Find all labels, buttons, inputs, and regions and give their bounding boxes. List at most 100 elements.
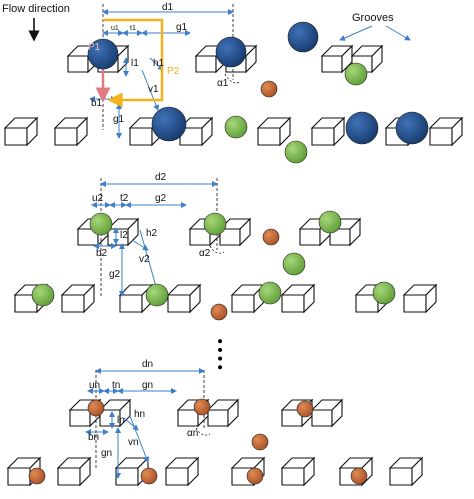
particle: [87, 38, 119, 70]
label-alpha: α1: [217, 78, 229, 89]
force-arrow-p2: [103, 18, 164, 108]
particle: [215, 36, 247, 68]
pillar-side: [245, 44, 257, 74]
grooves-pointer-left: [339, 25, 373, 41]
label-u: un: [89, 380, 100, 391]
pillar-front: [195, 55, 217, 73]
pillar-side: [79, 456, 91, 487]
angle-arc: [224, 73, 241, 84]
groove-pillar: [230, 283, 266, 314]
particle: [140, 467, 158, 485]
pillar-front: [403, 294, 427, 313]
particle: [258, 281, 282, 305]
groove-pillars: [3, 44, 464, 487]
groove-pillar: [218, 217, 252, 247]
label-b: b1: [91, 98, 103, 109]
angle-arc: [209, 245, 225, 254]
pillar-front: [207, 409, 229, 427]
grooves-pointer-right: [385, 25, 411, 41]
particle: [224, 115, 248, 139]
particle: [344, 62, 368, 86]
trajectory-line: [139, 229, 159, 291]
particle: [345, 111, 379, 145]
label-u: u1: [111, 25, 119, 32]
pillar-side: [303, 283, 315, 314]
pillar-front: [115, 467, 139, 486]
pillar-front: [311, 127, 335, 146]
particles: [28, 21, 429, 485]
particle: [28, 467, 46, 485]
label-d: d1: [162, 2, 174, 13]
groove-pillar: [428, 116, 464, 147]
panel-3-labels: dn un tn gn bn ln hn vn gn αn: [88, 359, 198, 459]
groove-pillar: [60, 283, 96, 314]
label-t: tn: [112, 380, 120, 391]
label-g: g1: [176, 22, 188, 33]
label-l: ln: [117, 415, 125, 426]
groove-pillar: [98, 398, 132, 428]
pillar-front: [54, 127, 78, 146]
pillar-side: [349, 217, 361, 247]
pillar-front: [129, 127, 153, 146]
particle: [284, 140, 308, 164]
particle: [282, 252, 306, 276]
trajectory-line: [129, 415, 149, 463]
pillar-front: [429, 127, 453, 146]
continuation-dots: • • • •: [211, 337, 227, 370]
label-g-vertical: g1: [113, 114, 125, 125]
particle: [210, 303, 228, 321]
pillar-side: [127, 217, 139, 247]
pillar-front: [167, 294, 191, 313]
label-h: h1: [153, 58, 165, 69]
groove-pillar: [388, 456, 424, 487]
pillar-front: [57, 467, 81, 486]
pillar-side: [451, 116, 463, 147]
pillar-front: [67, 55, 89, 73]
pillar-front: [231, 294, 255, 313]
pillar-front: [119, 294, 143, 313]
groove-pillar: [320, 44, 354, 74]
pillar-side: [333, 116, 345, 147]
particle: [203, 212, 227, 236]
pillar-side: [425, 283, 437, 314]
label-g: g2: [155, 193, 167, 204]
pillar-side: [76, 116, 88, 147]
pillar-side: [331, 398, 343, 428]
groove-pillar: [206, 398, 240, 428]
groove-pillar: [56, 456, 92, 487]
groove-pillar: [310, 116, 346, 147]
pillar-front: [281, 294, 305, 313]
label-b: b2: [96, 248, 108, 259]
groove-pillar: [3, 116, 39, 147]
label-v: v1: [148, 84, 159, 95]
pillar-side: [411, 456, 423, 487]
label-alpha: αn: [187, 428, 198, 439]
label-d: d2: [155, 172, 167, 183]
label-t: t1: [130, 25, 136, 32]
pillar-side: [303, 456, 315, 487]
label-t: t2: [120, 193, 129, 204]
pillar-side: [187, 456, 199, 487]
pillar-side: [201, 116, 213, 147]
trajectory-line: [131, 239, 149, 251]
label-p2: P2: [167, 66, 180, 77]
pillar-front: [61, 294, 85, 313]
particle: [372, 281, 396, 305]
particle: [246, 467, 264, 485]
particle: [193, 398, 211, 416]
particle: [262, 228, 280, 246]
particle: [251, 433, 269, 451]
label-p1: P1: [88, 42, 101, 53]
groove-pillar: [178, 116, 214, 147]
label-b: bn: [88, 432, 99, 443]
pillar-side: [239, 217, 251, 247]
label-g-vertical: gn: [101, 448, 112, 459]
panel-1-labels: d1 u1 t1 g1 b1 l1 h1 v1 g1 α1 P1 P2: [88, 2, 229, 125]
label-l: l2: [120, 230, 128, 241]
label-d: dn: [142, 359, 153, 370]
particle: [350, 467, 368, 485]
particle: [89, 212, 113, 236]
particle: [287, 21, 319, 53]
